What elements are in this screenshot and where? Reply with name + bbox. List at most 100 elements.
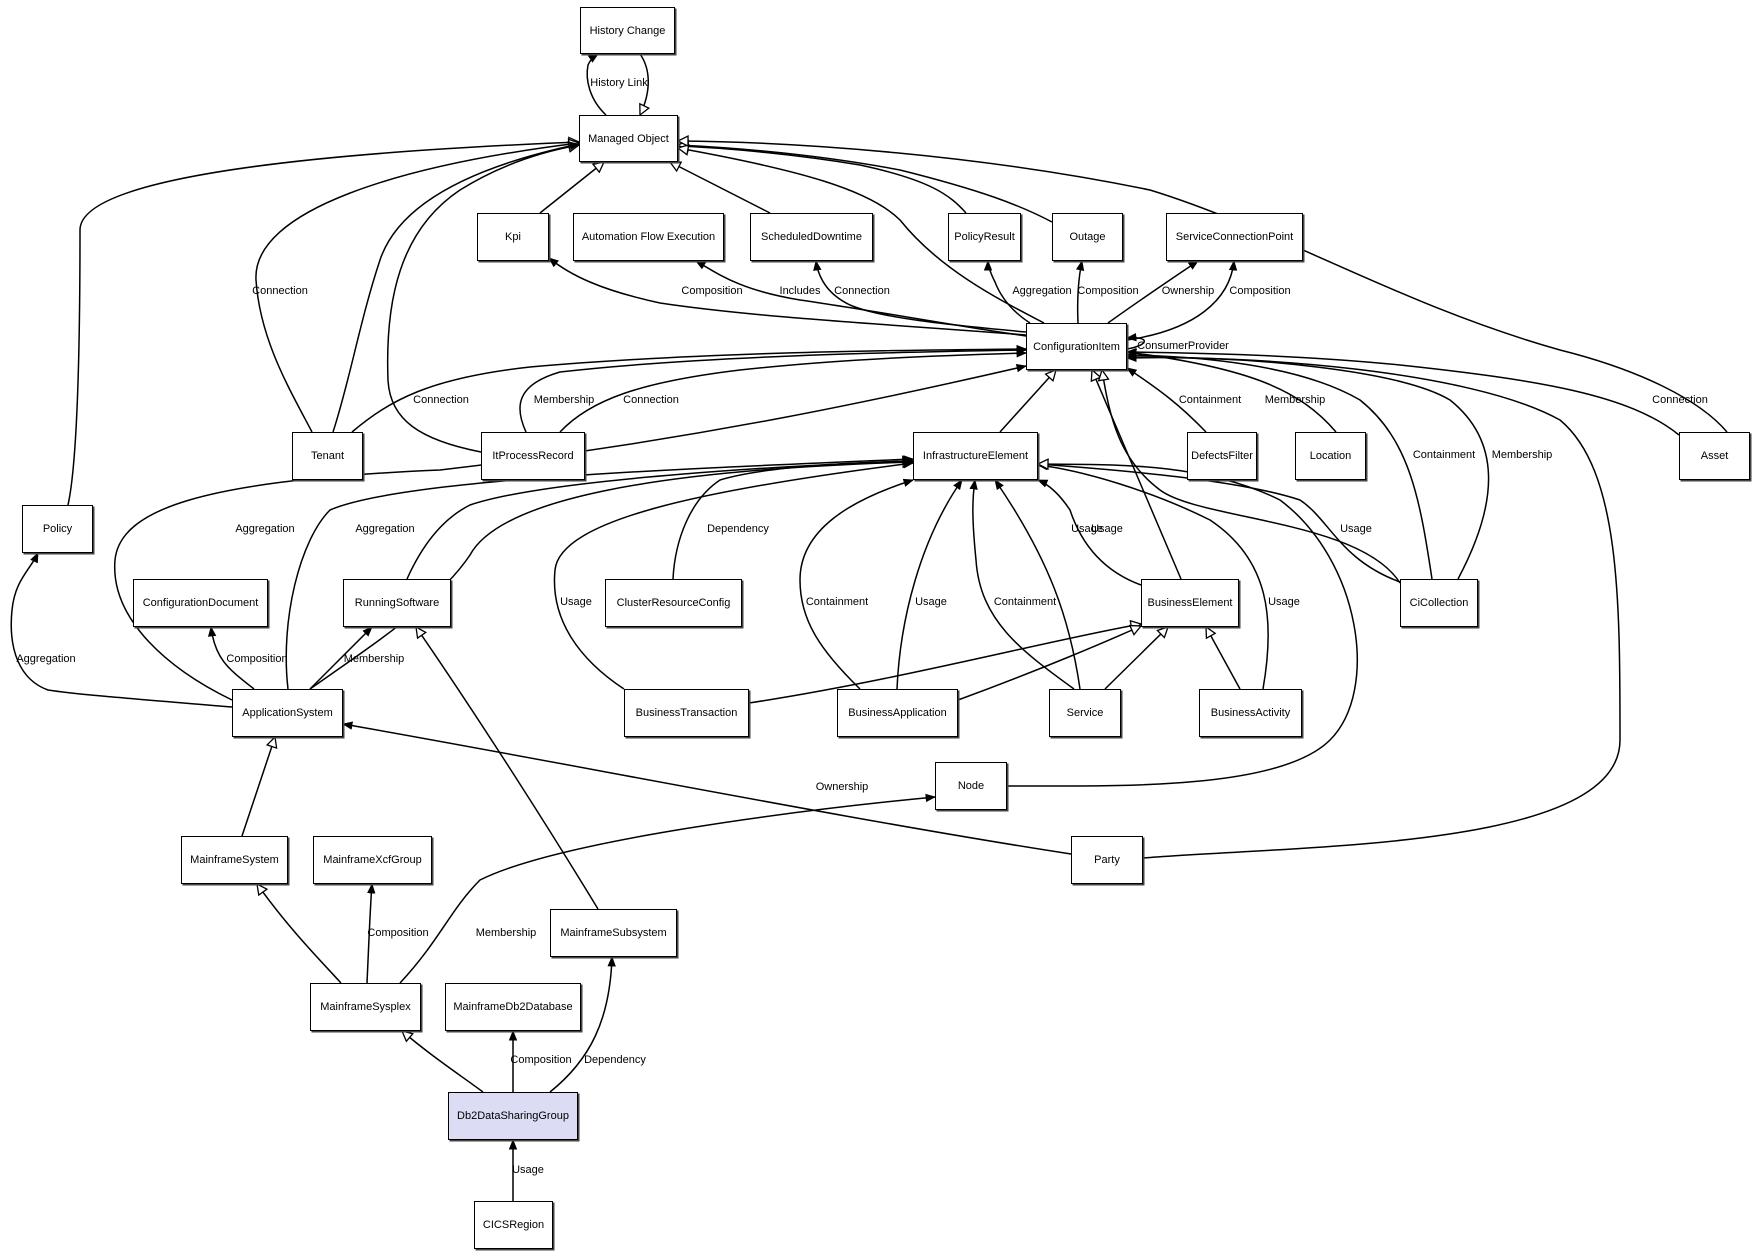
class-node-label: ItProcessRecord [492, 450, 574, 462]
association-edge-db2_data_sharing_group-to-mainframe_subsystem [549, 955, 616, 1093]
edge-label-ownership: Ownership [1161, 285, 1215, 297]
class-node-managed-object[interactable]: Managed Object [579, 115, 678, 162]
class-node-running-software[interactable]: RunningSoftware [343, 579, 451, 627]
class-node-cluster-resource-config[interactable]: ClusterResourceConfig [605, 579, 742, 627]
association-edge-configuration_item-to-automation_flow_execution [695, 260, 1027, 337]
association-edge-business_application-to-infrastructure_element [799, 478, 915, 690]
class-node-policy[interactable]: Policy [22, 505, 93, 553]
class-node-it-process-record[interactable]: ItProcessRecord [481, 432, 585, 480]
class-node-automation-flow-execution[interactable]: Automation Flow Execution [573, 213, 724, 261]
class-node-outage[interactable]: Outage [1052, 213, 1123, 261]
edge-label-aggregation: Aggregation [355, 523, 415, 535]
inheritance-edge-business_application-to-business_element [957, 626, 1141, 701]
class-node-location[interactable]: Location [1295, 432, 1366, 480]
class-node-business-element[interactable]: BusinessElement [1141, 579, 1239, 627]
class-node-label: Party [1094, 854, 1120, 866]
edge-label-aggregation: Aggregation [16, 653, 76, 665]
class-node-service-connection-point[interactable]: ServiceConnectionPoint [1166, 213, 1303, 261]
class-node-application-system[interactable]: ApplicationSystem [232, 689, 343, 737]
class-node-mainframe-sysplex[interactable]: MainframeSysplex [310, 983, 421, 1031]
class-node-label: Policy [42, 523, 73, 535]
association-edge-configuration_item-to-scheduled_downtime [813, 259, 1027, 333]
edge-label-dependency: Dependency [707, 523, 769, 535]
class-node-business-activity[interactable]: BusinessActivity [1199, 689, 1302, 737]
class-node-policy-result[interactable]: PolicyResult [948, 213, 1021, 261]
class-node-business-transaction[interactable]: BusinessTransaction [624, 689, 749, 737]
class-node-label: ServiceConnectionPoint [1175, 231, 1294, 243]
class-node-db2-data-sharing-group[interactable]: Db2DataSharingGroup [448, 1092, 578, 1140]
edge-label-containment: Containment [993, 596, 1057, 608]
class-node-label: Db2DataSharingGroup [457, 1110, 569, 1122]
class-node-business-application[interactable]: BusinessApplication [837, 689, 958, 737]
class-node-party[interactable]: Party [1071, 836, 1143, 884]
edge-label-connection: Connection [1652, 394, 1708, 406]
inheritance-edge-it_process_record-to-managed_object [386, 145, 579, 453]
class-node-label: MainframeSubsystem [560, 927, 667, 939]
class-node-label: BusinessActivity [1210, 707, 1291, 719]
class-node-kpi[interactable]: Kpi [477, 213, 549, 261]
edge-label-composition: Composition [367, 927, 429, 939]
association-edge-configuration_item-to-outage [1075, 259, 1085, 324]
association-edge-application_system-to-configuration_document [207, 625, 255, 690]
association-edge-cluster_resource_config-to-infrastructure_element [672, 457, 915, 580]
class-node-cics-region[interactable]: CICSRegion [474, 1201, 553, 1249]
association-edge-tenant-to-configuration_item [351, 344, 1028, 433]
edge-label-consumerprovider: ConsumerProvider [1137, 340, 1229, 352]
association-edge-application_system-to-infrastructure_element [285, 455, 915, 690]
class-node-configuration-item[interactable]: ConfigurationItem [1026, 323, 1127, 370]
class-node-label: MainframeXcfGroup [323, 854, 422, 866]
class-node-mainframe-db2-database[interactable]: MainframeDb2Database [445, 983, 581, 1031]
inheritance-edge-application_system-to-infrastructure_element [309, 462, 913, 690]
association-edge-business_transaction-to-infrastructure_element [553, 460, 915, 690]
class-node-tenant[interactable]: Tenant [292, 432, 363, 480]
class-node-label: Service [1066, 707, 1104, 719]
inheritance-edge-node-to-infrastructure_element [1006, 464, 1358, 787]
class-node-label: InfrastructureElement [922, 450, 1029, 462]
association-edge-tenant-to-managed_object [332, 141, 581, 433]
class-node-mainframe-xcf-group[interactable]: MainframeXcfGroup [313, 836, 432, 884]
class-node-ci-collection[interactable]: CiCollection [1400, 579, 1478, 627]
association-edge-mainframe_sysplex-to-node [399, 793, 937, 984]
class-node-configuration-document[interactable]: ConfigurationDocument [133, 579, 268, 627]
inheritance-edge-infrastructure_element-to-configuration_item [999, 370, 1056, 433]
class-node-node[interactable]: Node [935, 762, 1007, 810]
edge-label-usage: Usage [915, 596, 947, 608]
edge-label-usage: Usage [1091, 523, 1123, 535]
association-edge-asset-to-configuration_item [1125, 347, 1680, 436]
class-node-mainframe-system[interactable]: MainframeSystem [181, 836, 288, 884]
inheritance-edge-policy-to-managed_object [67, 142, 579, 506]
class-node-mainframe-subsystem[interactable]: MainframeSubsystem [550, 909, 677, 957]
edge-label-usage: Usage [1071, 523, 1103, 535]
association-edge-defects_filter-to-configuration_item [1126, 367, 1207, 433]
association-edge-application_system-to-policy [10, 552, 233, 708]
inheritance-edge-db2_data_sharing_group-to-mainframe_sysplex [402, 1031, 484, 1093]
inheritance-edge-outage-to-managed_object [678, 145, 1053, 223]
class-node-asset[interactable]: Asset [1679, 432, 1750, 480]
edge-label-membership: Membership [475, 927, 537, 939]
edge-label-composition: Composition [510, 1054, 572, 1066]
association-edge-ci_collection-to-infrastructure_element [1036, 460, 1401, 583]
class-node-label: History Change [589, 24, 666, 37]
inheritance-edge-mainframe_system-to-application_system [241, 737, 275, 837]
edge-label-usage: Usage [1268, 596, 1300, 608]
class-node-label: DefectsFilter [1191, 450, 1253, 462]
class-node-label: ClusterResourceConfig [616, 597, 731, 609]
edge-label-containment: Containment [805, 596, 869, 608]
association-edge-party-to-application_system [341, 721, 1072, 855]
class-node-infrastructure-element[interactable]: InfrastructureElement [913, 432, 1038, 480]
class-node-label: ScheduledDowntime [761, 231, 862, 243]
association-edge-business_element-to-infrastructure_element [1037, 479, 1142, 586]
association-edge-configuration_item-to-service_connection_point [1107, 260, 1199, 324]
class-node-scheduled-downtime[interactable]: ScheduledDowntime [750, 213, 873, 261]
class-node-label: ApplicationSystem [242, 707, 333, 719]
association-edge-configuration_item-to-kpi [548, 257, 1027, 336]
association-edge-configuration_item-to-service_connection_point [1126, 259, 1238, 341]
class-node-defects-filter[interactable]: DefectsFilter [1187, 432, 1257, 480]
class-node-history-change[interactable]: History Change [580, 7, 675, 54]
edge-label-dependency: Dependency [584, 1054, 646, 1066]
class-node-service[interactable]: Service [1049, 689, 1121, 737]
inheritance-edge-ci_collection-to-configuration_item [1102, 370, 1401, 584]
edge-label-aggregation: Aggregation [235, 523, 295, 535]
